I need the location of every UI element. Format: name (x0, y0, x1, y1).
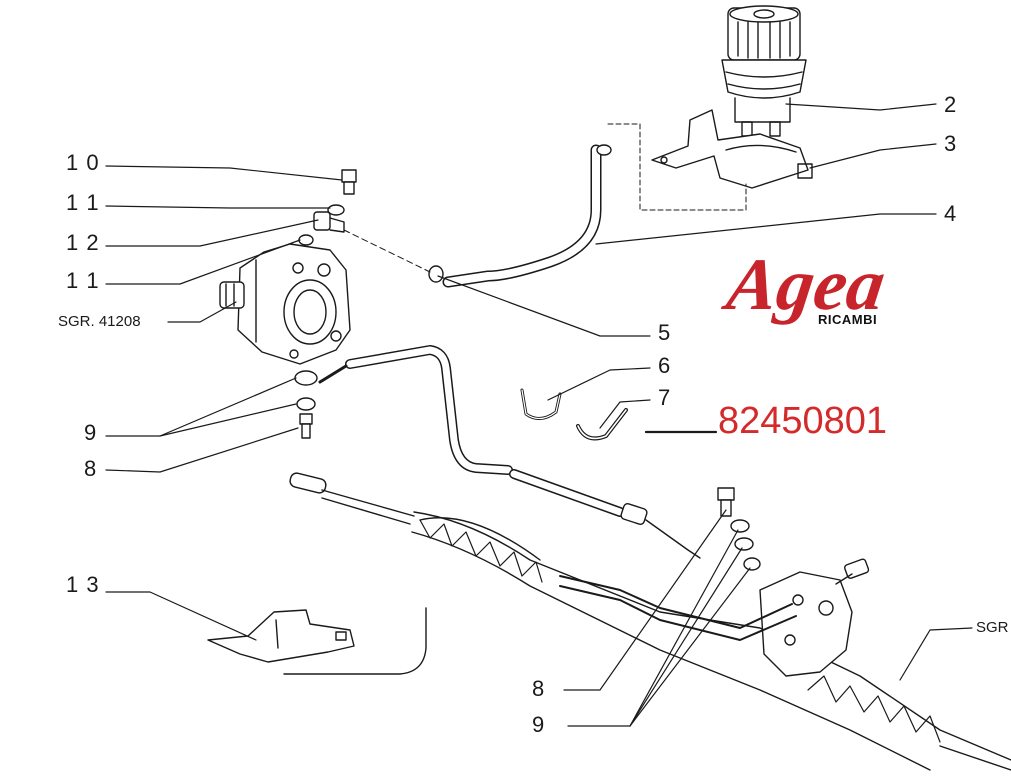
supply-hose-icon (428, 144, 612, 288)
seal-washer-icon (296, 397, 316, 411)
seal-washer-icon (734, 537, 754, 551)
steering-rack-icon (289, 472, 1011, 771)
callout-7: 7 (658, 385, 672, 410)
callout-rack-group: SGR (976, 619, 1009, 636)
callout-8: 8 (84, 456, 98, 481)
hollow-bolt-icon (717, 487, 735, 517)
heat-shield-icon (207, 609, 355, 663)
hose-clip-icon (576, 408, 628, 441)
reservoir-icon (721, 5, 807, 137)
callout-5: 5 (658, 320, 672, 345)
seal-washer-icon (730, 519, 750, 533)
hollow-bolt-icon (299, 413, 313, 439)
callout-10: 1 0 (66, 150, 100, 175)
callout-3: 3 (944, 131, 958, 156)
callout-pump-group: SGR. 41208 (58, 313, 141, 330)
callout-11: 1 1 (66, 268, 100, 293)
washer-icon (327, 204, 345, 216)
hose-clamp-icon (520, 388, 562, 420)
banjo-fitting-icon (313, 211, 345, 233)
callout-9: 9 (84, 420, 98, 445)
callout-8: 8 (532, 676, 546, 701)
logo-tagline: RICAMBI (818, 312, 878, 327)
power-steering-pump-icon (219, 243, 351, 365)
leader-lines (105, 103, 973, 727)
callout-11: 1 1 (66, 190, 100, 215)
banjo-bolt-icon (341, 169, 357, 195)
part-number: 82450801 (718, 400, 888, 442)
seal-washer-icon (294, 370, 318, 386)
washer-icon (298, 234, 314, 246)
callout-12: 1 2 (66, 230, 100, 255)
callout-2: 2 (944, 92, 958, 117)
pressure-hose-icon (318, 345, 701, 559)
callout-13: 1 3 (66, 572, 100, 597)
bracket-icon (651, 109, 813, 189)
callout-4: 4 (944, 201, 958, 226)
callout-9: 9 (532, 712, 546, 737)
seal-washer-icon (743, 557, 761, 571)
logo-wordmark: Agea (722, 244, 890, 326)
callout-6: 6 (658, 353, 672, 378)
